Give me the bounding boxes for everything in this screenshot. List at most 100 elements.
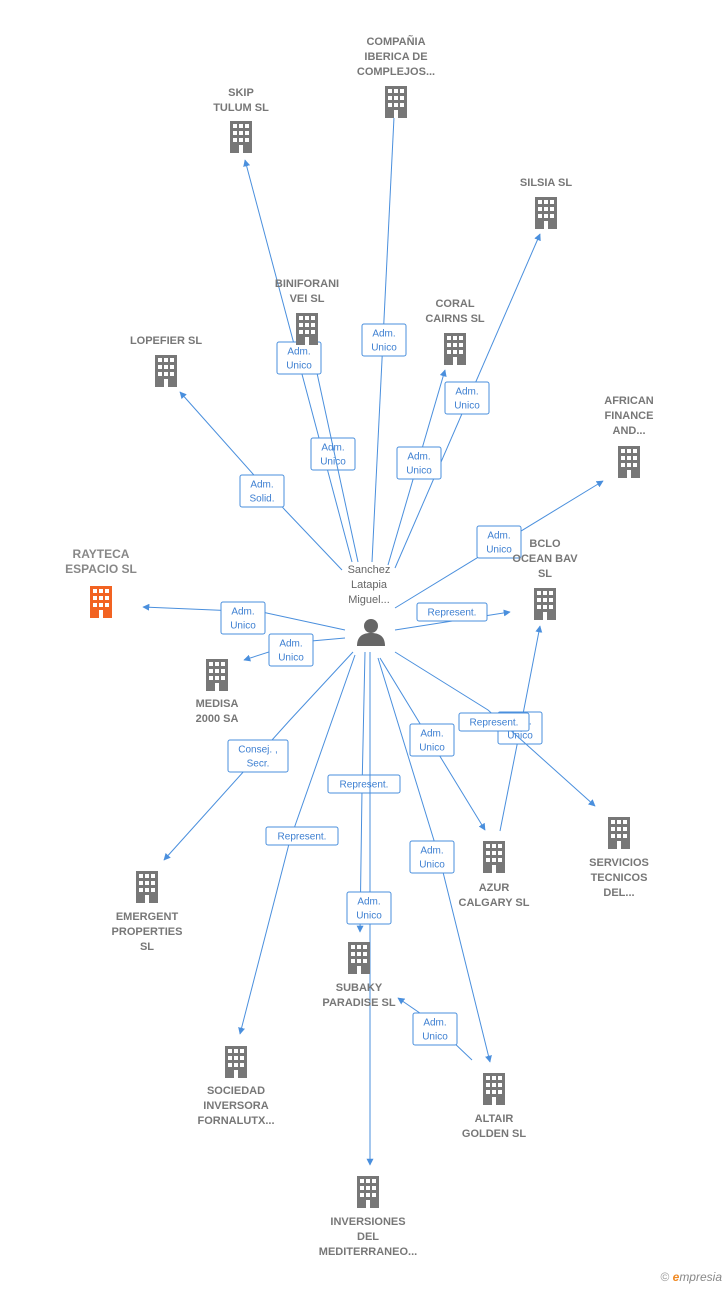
edge-label-text: Adm. (357, 897, 380, 908)
building-icon (483, 1073, 505, 1105)
edge-bclo: Represent. (394, 602, 511, 631)
edge-label-text: Unico (419, 860, 445, 871)
edge-compania: Adm.Unico (361, 96, 407, 563)
edge-subaky-rep: Represent. (327, 651, 401, 933)
edge-label-box[interactable] (265, 826, 339, 846)
building-icon (357, 1176, 379, 1208)
edge-label-box[interactable] (396, 446, 442, 480)
edge-sociedad: Represent. (238, 654, 356, 1035)
building-icon (296, 313, 318, 345)
building-icon (608, 817, 630, 849)
company-node-lopefier[interactable]: LOPEFIER SL (130, 335, 202, 387)
edge-label-text: Adm. (487, 531, 510, 542)
edge-label-box[interactable] (458, 712, 530, 732)
building-icon (90, 586, 112, 618)
company-name-line: EMERGENT (116, 911, 179, 923)
person-label-line-1: Sanchez (348, 564, 391, 576)
building-icon (155, 355, 177, 387)
building-icon (348, 942, 370, 974)
edge-emergent: Consej. , Secr. (163, 651, 354, 861)
edge-label-box[interactable] (327, 774, 401, 794)
company-name-line: VEI SL (290, 293, 325, 305)
company-name-line: FORNALUTX... (198, 1115, 275, 1127)
company-name-line: GOLDEN SL (462, 1128, 526, 1140)
edge-label-box[interactable] (310, 437, 356, 471)
edge-label-text: Unico (406, 466, 432, 477)
company-name-line: DEL (357, 1231, 379, 1243)
edge-lopefier: Adm. Solid. (179, 391, 343, 571)
edge-label-text: Adm. (279, 639, 302, 650)
building-icon (225, 1046, 247, 1078)
company-name-line: IBERICA DE (364, 51, 427, 63)
edge-label-text: Unico (454, 401, 480, 412)
edge-label-text: Adm. (407, 452, 430, 463)
edge-label-box[interactable] (227, 739, 289, 773)
building-icon (444, 333, 466, 365)
edge-line (394, 651, 596, 807)
building-icon (534, 588, 556, 620)
edge-label-text: Unico (371, 343, 397, 354)
person-label-line-3: Miguel... (348, 594, 390, 606)
company-name-line: SERVICIOS (589, 857, 649, 869)
edge-label-box[interactable] (476, 525, 522, 559)
building-icon (385, 86, 407, 118)
edge-label-text: Unico (507, 731, 533, 742)
edge-label-box[interactable] (268, 633, 314, 667)
company-node-servicios[interactable]: SERVICIOSTECNICOSDEL... (589, 817, 649, 899)
edge-label-text: Unico (356, 911, 382, 922)
edge-label-box[interactable] (361, 323, 407, 357)
company-name-line: ALTAIR (475, 1113, 514, 1125)
copyright-symbol: © (660, 1270, 670, 1284)
company-name-line: OCEAN BAV (512, 553, 578, 565)
edge-subaky: Adm. Unico (346, 652, 392, 1166)
edge-label-box[interactable] (412, 1012, 458, 1046)
building-icon (483, 841, 505, 873)
company-node-silsia[interactable]: SILSIA SL (520, 177, 572, 229)
edge-label-box[interactable] (239, 474, 285, 508)
edge-label-text: Adm. (420, 729, 443, 740)
company-node-altair[interactable]: ALTAIR GOLDEN SL (462, 1073, 526, 1140)
edge-label-box[interactable] (416, 602, 488, 622)
company-node-sociedad[interactable]: SOCIEDADINVERSORAFORNALUTX... (198, 1046, 275, 1127)
company-name-line: AFRICAN (604, 395, 654, 407)
edge-line (179, 391, 343, 571)
edge-line (309, 349, 359, 563)
company-node-african[interactable]: AFRICANFINANCEAND... (604, 395, 654, 478)
person-node[interactable]: Sanchez Latapia Miguel... (348, 564, 391, 646)
edge-altair-subaky: Adm.Unico (397, 997, 473, 1061)
edge-label-text: Unico (419, 743, 445, 754)
edge-label-box[interactable] (409, 840, 455, 874)
company-name-line: AZUR (479, 882, 510, 894)
company-name-line: SL (140, 941, 154, 953)
edge-label-box[interactable] (444, 381, 490, 415)
edge-label-text: Adm. (420, 846, 443, 857)
edge-label-text: Secr. (247, 759, 270, 770)
company-node-inversiones[interactable]: INVERSIONESDELMEDITERRANEO... (319, 1176, 417, 1258)
edge-label-text: Solid. (249, 494, 274, 505)
edges-layer: Adm.UnicoAdm.UnicoAdm.UnicoAdm.UnicoAdm.… (142, 96, 604, 1166)
building-icon (535, 197, 557, 229)
building-icon (206, 659, 228, 691)
edge-label-text: Unico (320, 457, 346, 468)
edge-label-text: Consej. , (238, 745, 277, 756)
edge-label-box[interactable] (220, 601, 266, 635)
edge-label-text: Adm. (250, 480, 273, 491)
footer-brand[interactable]: © empresia (660, 1270, 722, 1284)
company-name-line: COMPLEJOS... (357, 66, 435, 78)
edge-label-box[interactable] (346, 891, 392, 925)
edge-line (163, 651, 354, 861)
edge-label-box[interactable] (409, 723, 455, 757)
edge-biniforani: Adm.Unico (276, 341, 359, 563)
edge-label-text: Represent. (470, 718, 519, 729)
